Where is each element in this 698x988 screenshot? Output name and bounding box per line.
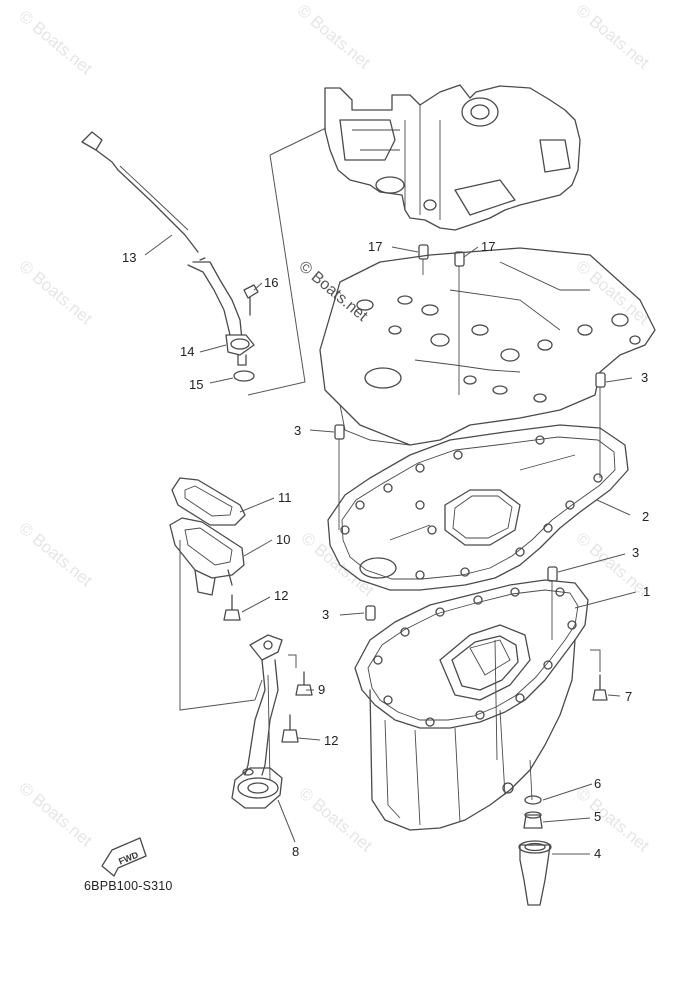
callout-14[interactable]: 14 — [180, 344, 194, 359]
gasket-2 — [327, 424, 629, 591]
diagram-code: 6BPB100-S310 — [84, 879, 173, 893]
watermark: © Boats.net — [15, 519, 96, 591]
callout-16[interactable]: 16 — [264, 275, 278, 290]
callout-3[interactable]: 3 — [632, 545, 639, 560]
upper-casing — [319, 247, 656, 446]
dipstick-13 — [81, 131, 199, 253]
callout-2[interactable]: 2 — [642, 509, 649, 524]
watermark: © Boats.net — [572, 1, 653, 73]
callout-12[interactable]: 12 — [274, 588, 288, 603]
watermark: © Boats.net — [295, 258, 371, 325]
callout-3[interactable]: 3 — [641, 370, 648, 385]
callout-15[interactable]: 15 — [189, 377, 203, 392]
callout-17[interactable]: 17 — [481, 239, 495, 254]
callout-17[interactable]: 17 — [368, 239, 382, 254]
dipstick-guide-14 — [187, 257, 255, 366]
callout-12[interactable]: 12 — [324, 733, 338, 748]
oil-strainer-8 — [231, 634, 283, 809]
bolt-7 — [590, 649, 608, 701]
bolt-16 — [243, 284, 259, 316]
callout-7[interactable]: 7 — [625, 689, 632, 704]
callout-13[interactable]: 13 — [122, 250, 136, 265]
dowel-pin-3 — [334, 372, 606, 640]
engine-block — [324, 84, 581, 231]
callout-3[interactable]: 3 — [322, 607, 329, 622]
gasket-11 — [171, 477, 246, 526]
callout-5[interactable]: 5 — [594, 809, 601, 824]
watermarks: © Boats.net © Boats.net © Boats.net © Bo… — [15, 1, 653, 856]
fwd-arrow-icon: FWD — [101, 837, 147, 877]
o-ring-15 — [233, 370, 255, 382]
watermark: © Boats.net — [572, 784, 653, 856]
callout-11[interactable]: 11 — [278, 490, 292, 505]
guide-frame — [247, 127, 327, 396]
callouts: 17 17 3 3 2 3 1 3 7 9 12 6 5 4 8 12 10 1… — [122, 239, 650, 861]
oil-pan-1 — [354, 579, 589, 831]
bolt-12-lower — [281, 714, 299, 743]
callout-6[interactable]: 6 — [594, 776, 601, 791]
watermark: © Boats.net — [293, 1, 374, 73]
leader-lines — [144, 234, 637, 855]
bolt-12-upper — [223, 594, 241, 621]
watermark: © Boats.net — [15, 257, 96, 329]
watermark: © Boats.net — [15, 7, 96, 79]
watermark: © Boats.net — [297, 529, 378, 601]
bracket-frame — [179, 540, 263, 711]
watermark: © Boats.net — [15, 779, 96, 851]
callout-8[interactable]: 8 — [292, 844, 299, 859]
callout-9[interactable]: 9 — [318, 682, 325, 697]
drain-parts — [518, 795, 552, 906]
bolt-9 — [288, 654, 313, 696]
watermark: © Boats.net — [295, 784, 376, 856]
callout-3[interactable]: 3 — [294, 423, 301, 438]
callout-1[interactable]: 1 — [643, 584, 650, 599]
callout-10[interactable]: 10 — [276, 532, 290, 547]
bracket-10 — [169, 517, 245, 596]
callout-4[interactable]: 4 — [594, 846, 601, 861]
dowel-pin-17 — [418, 244, 465, 395]
